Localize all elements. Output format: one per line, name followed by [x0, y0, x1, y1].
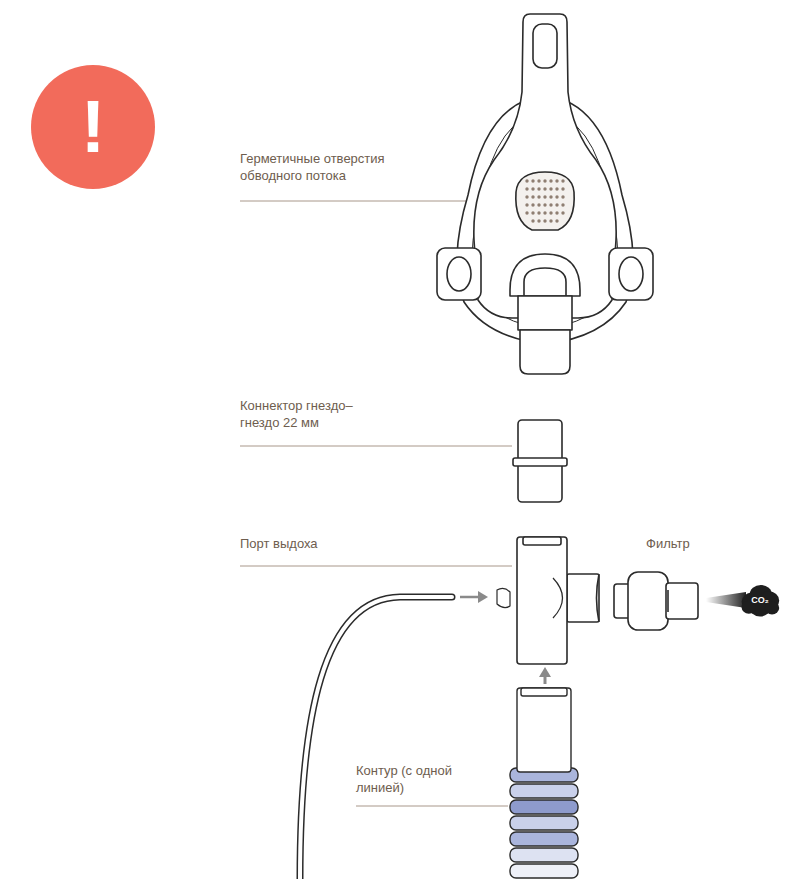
vent-hole: [543, 195, 546, 198]
vent-hole: [549, 211, 552, 214]
vent-hole: [555, 219, 558, 222]
vent-hole: [537, 203, 540, 206]
vent-hole: [531, 179, 534, 182]
vent-hole: [537, 219, 540, 222]
mask: [437, 14, 653, 374]
co2-cloud: CO₂: [740, 582, 780, 618]
vent-hole: [531, 219, 534, 222]
vent-hole: [561, 179, 564, 182]
badge-circle: [31, 65, 155, 189]
connector-label: Коннектор гнездо–гнездо 22 мм: [240, 397, 390, 431]
vent-hole: [549, 219, 552, 222]
gas-formula: CO₂: [751, 596, 769, 605]
vent-hole: [561, 211, 564, 214]
vent-hole: [561, 195, 564, 198]
vent-hole: [537, 187, 540, 190]
exhalation-port: [497, 537, 599, 664]
vent-hole: [561, 187, 564, 190]
circuit-label: Контур (с одной линией): [356, 762, 486, 796]
vent-hole: [549, 187, 552, 190]
vent-hole: [543, 211, 546, 214]
vent-hole: [525, 179, 528, 182]
warning-mark: !: [81, 90, 106, 164]
vent-hole: [525, 211, 528, 214]
filter: [614, 572, 698, 630]
vent-hole: [549, 203, 552, 206]
vent-holes: [525, 179, 564, 222]
single-limb-circuit: [510, 688, 578, 878]
vent-hole: [531, 203, 534, 206]
co2-flow-arrow: [706, 592, 746, 608]
vent-hole: [561, 203, 564, 206]
gas-line: [300, 591, 488, 879]
cloud-puff: [750, 585, 772, 605]
vent-hole: [549, 195, 552, 198]
vent-hole: [543, 203, 546, 206]
vent-hole: [555, 203, 558, 206]
connector-22mm: [513, 420, 567, 502]
vent-hole: [531, 211, 534, 214]
vent-hole: [555, 211, 558, 214]
vent-hole: [549, 179, 552, 182]
vent-hole: [555, 195, 558, 198]
port-label: Порт выдоха: [240, 535, 390, 552]
vent-hole: [525, 203, 528, 206]
vent-hole: [525, 195, 528, 198]
warning-badge: !: [31, 65, 155, 189]
vent-hole: [537, 211, 540, 214]
vent-hole: [543, 187, 546, 190]
flow-arrow-up: [539, 667, 551, 684]
vent-hole: [543, 219, 546, 222]
vent-hole: [537, 195, 540, 198]
leader-lines: [240, 201, 512, 806]
vent-hole: [531, 195, 534, 198]
vent-hole: [537, 179, 540, 182]
vent-hole: [555, 179, 558, 182]
vent-hole: [543, 179, 546, 182]
vent-hole: [555, 187, 558, 190]
vent-hole: [525, 187, 528, 190]
filter-label: Фильтр: [646, 535, 726, 552]
vent-hole: [531, 187, 534, 190]
vent-label: Герметичные отверстия обводного потока: [240, 150, 425, 184]
